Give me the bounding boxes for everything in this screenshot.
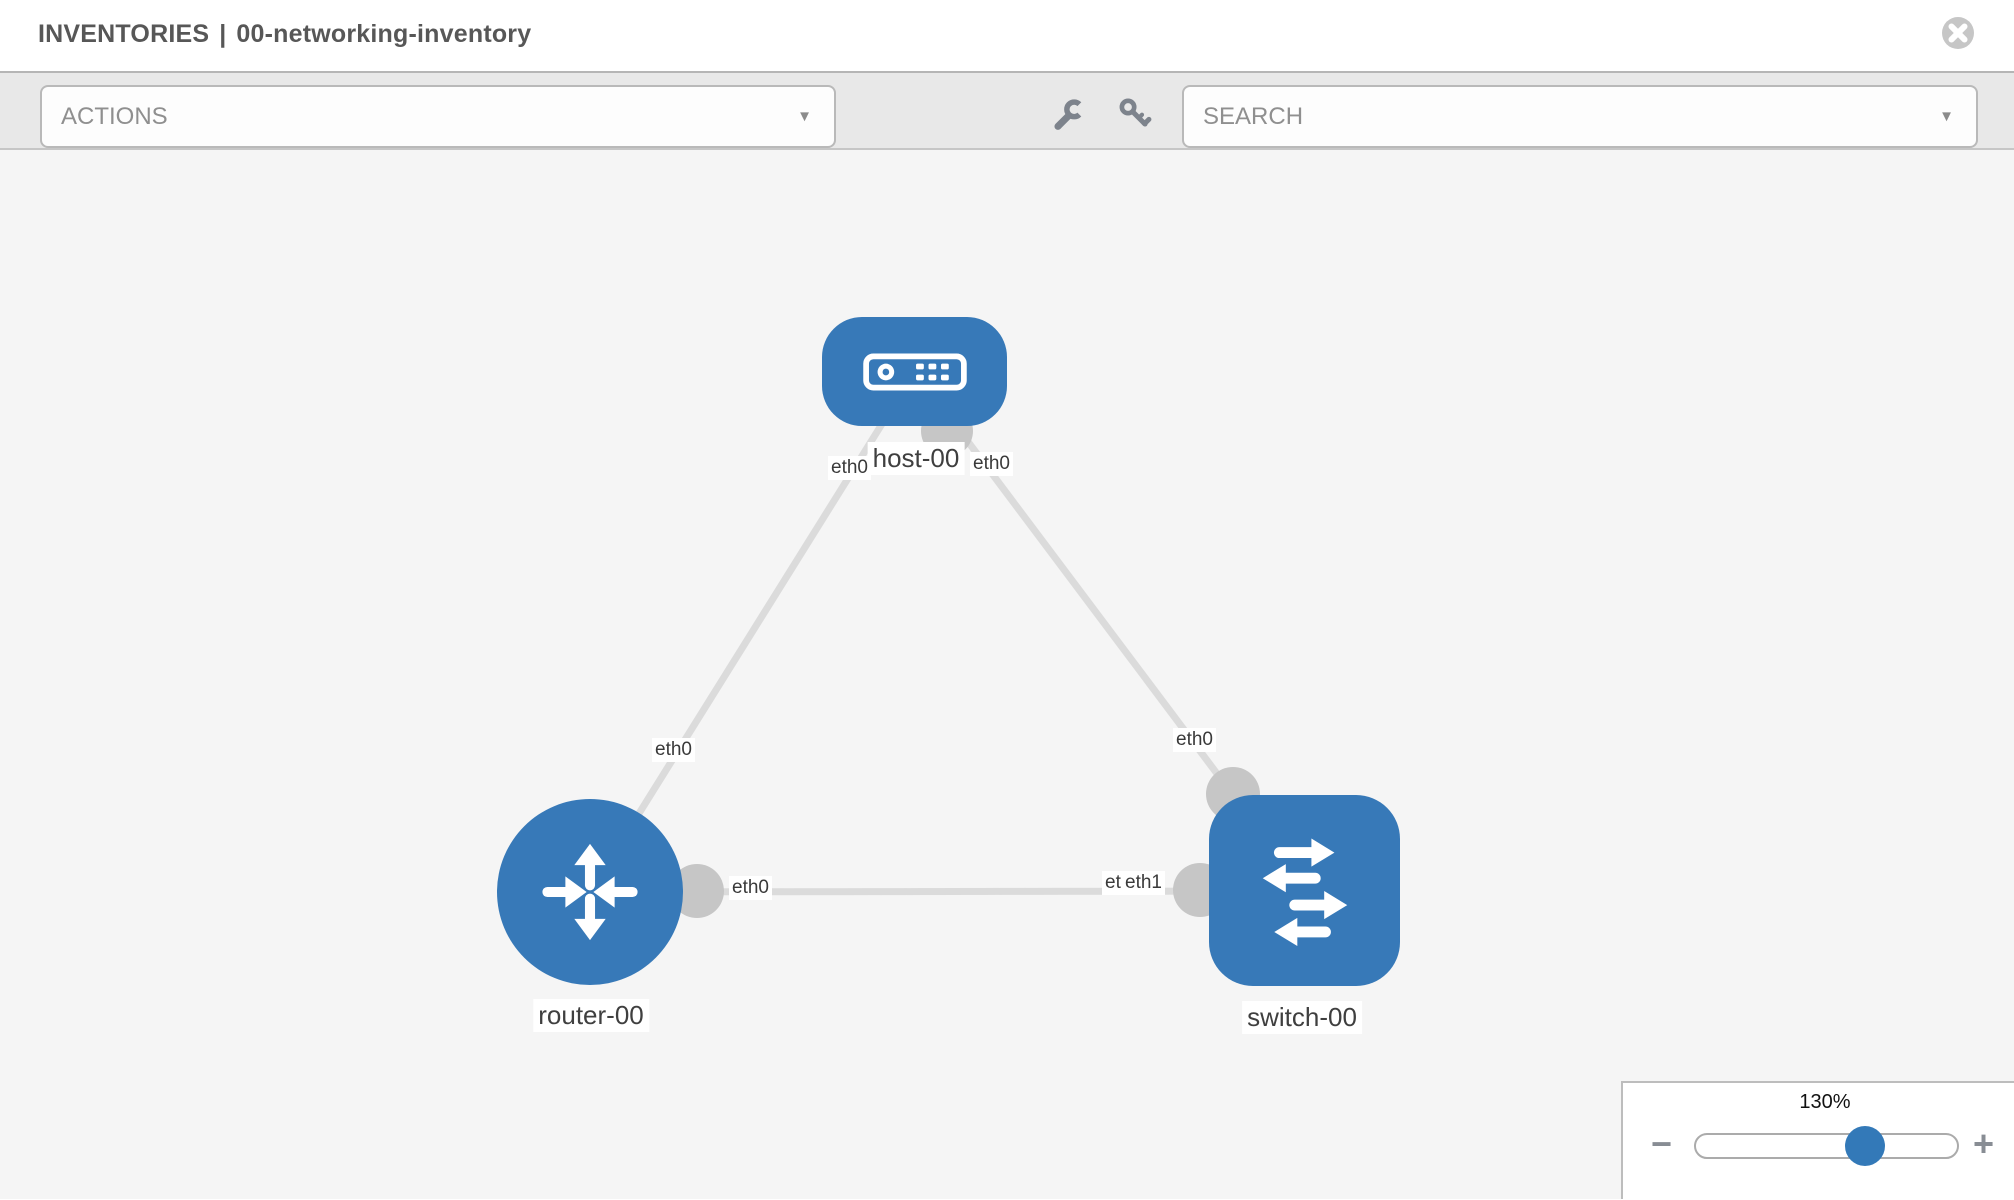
actions-dropdown-label: ACTIONS xyxy=(61,102,168,130)
connector-router-right[interactable] xyxy=(670,864,724,918)
breadcrumb-separator: | xyxy=(219,20,227,48)
interface-label-host-eth0-left: eth0 xyxy=(828,456,871,480)
interface-label-switch-eth0-top: eth0 xyxy=(1173,728,1216,752)
wrench-icon[interactable] xyxy=(1051,97,1085,131)
breadcrumb-section: INVENTORIES xyxy=(38,20,210,48)
page-header: INVENTORIES | 00-networking-inventory xyxy=(0,0,2014,73)
node-router-00[interactable] xyxy=(497,799,683,985)
close-icon xyxy=(1942,17,1974,49)
page-title: INVENTORIES | 00-networking-inventory xyxy=(38,20,531,49)
zoom-slider-knob[interactable] xyxy=(1845,1126,1885,1166)
interface-label-switch-eth1-left: eth1 xyxy=(1122,871,1165,895)
zoom-panel: 130% − + xyxy=(1621,1081,2014,1199)
search-dropdown-label: SEARCH xyxy=(1203,102,1304,130)
interface-label-router-eth0-right: eth0 xyxy=(729,876,772,900)
node-label-router: router-00 xyxy=(533,999,649,1032)
node-switch-00[interactable] xyxy=(1209,795,1400,986)
topology-canvas[interactable]: host-00 router-00 switch-00 eth0 eth0 et… xyxy=(0,150,2014,1199)
router-arrows-icon xyxy=(542,843,638,941)
key-icon[interactable] xyxy=(1118,97,1152,131)
interface-label-router-eth0-top: eth0 xyxy=(652,738,695,762)
zoom-level-value: 130% xyxy=(1799,1091,1851,1113)
node-label-host: host-00 xyxy=(867,442,965,475)
switch-arrows-icon xyxy=(1262,838,1347,946)
close-button[interactable] xyxy=(1940,15,1976,51)
host-device-icon xyxy=(862,353,967,390)
chevron-down-icon: ▼ xyxy=(1939,107,1954,125)
toolbar: ACTIONS ▼ SEARCH ▼ xyxy=(0,73,2014,150)
actions-dropdown[interactable]: ACTIONS ▼ xyxy=(40,85,836,148)
search-dropdown[interactable]: SEARCH ▼ xyxy=(1182,85,1978,148)
inventory-name: 00-networking-inventory xyxy=(236,20,532,48)
interface-label-host-eth0-right: eth0 xyxy=(970,452,1013,476)
zoom-slider-track[interactable] xyxy=(1694,1133,1959,1159)
node-label-switch: switch-00 xyxy=(1242,1001,1362,1034)
zoom-in-button[interactable]: + xyxy=(1973,1123,1995,1164)
zoom-out-button[interactable]: − xyxy=(1651,1123,1673,1164)
node-host-00[interactable] xyxy=(822,317,1007,426)
chevron-down-icon: ▼ xyxy=(797,107,812,125)
